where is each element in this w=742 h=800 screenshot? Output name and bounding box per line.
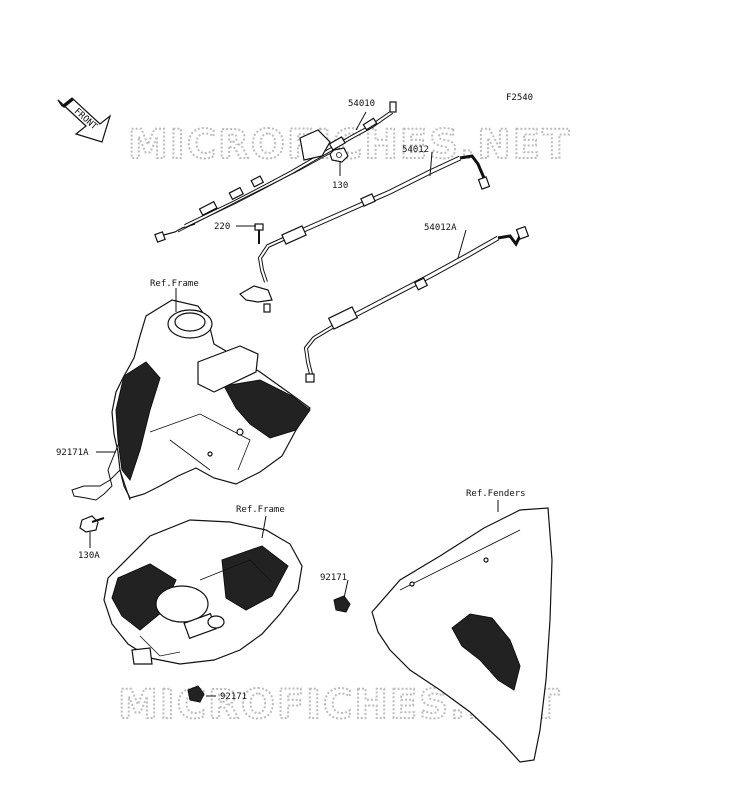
cable-54012A (303, 225, 530, 383)
nut-130 (329, 147, 349, 163)
ref-fenders-label: Ref.Fenders (466, 489, 526, 499)
cable-54012 (239, 154, 491, 313)
front-arrow-icon: FRONT (57, 97, 112, 143)
ref-frame-lower-label: Ref.Frame (236, 505, 285, 515)
part-label-92171A: 92171A (56, 448, 89, 458)
part-label-130: 130 (332, 181, 348, 191)
part-label-54012: 54012 (402, 145, 429, 155)
leader-lines (89, 111, 499, 697)
clamp-92171A (71, 439, 131, 501)
part-label-220: 220 (214, 222, 230, 232)
lower-frame (103, 519, 303, 665)
diagram-code: F2540 (506, 93, 533, 103)
watermark-top: MICROFICHES.NET (128, 122, 571, 168)
part-label-130A: 130A (78, 551, 100, 561)
clip-92171-fender (333, 595, 351, 613)
clip-92171-frame (187, 685, 205, 703)
bolt-220 (254, 223, 264, 244)
part-label-92171-frame: 92171 (220, 692, 247, 702)
upper-frame (111, 299, 311, 499)
bolt-130A (79, 515, 105, 533)
part-label-54012A: 54012A (424, 223, 457, 233)
cable-54010 (154, 101, 397, 243)
part-label-54010: 54010 (348, 99, 375, 109)
part-label-92171-fender: 92171 (320, 573, 347, 583)
fender (371, 507, 553, 763)
ref-frame-upper-label: Ref.Frame (150, 279, 199, 289)
